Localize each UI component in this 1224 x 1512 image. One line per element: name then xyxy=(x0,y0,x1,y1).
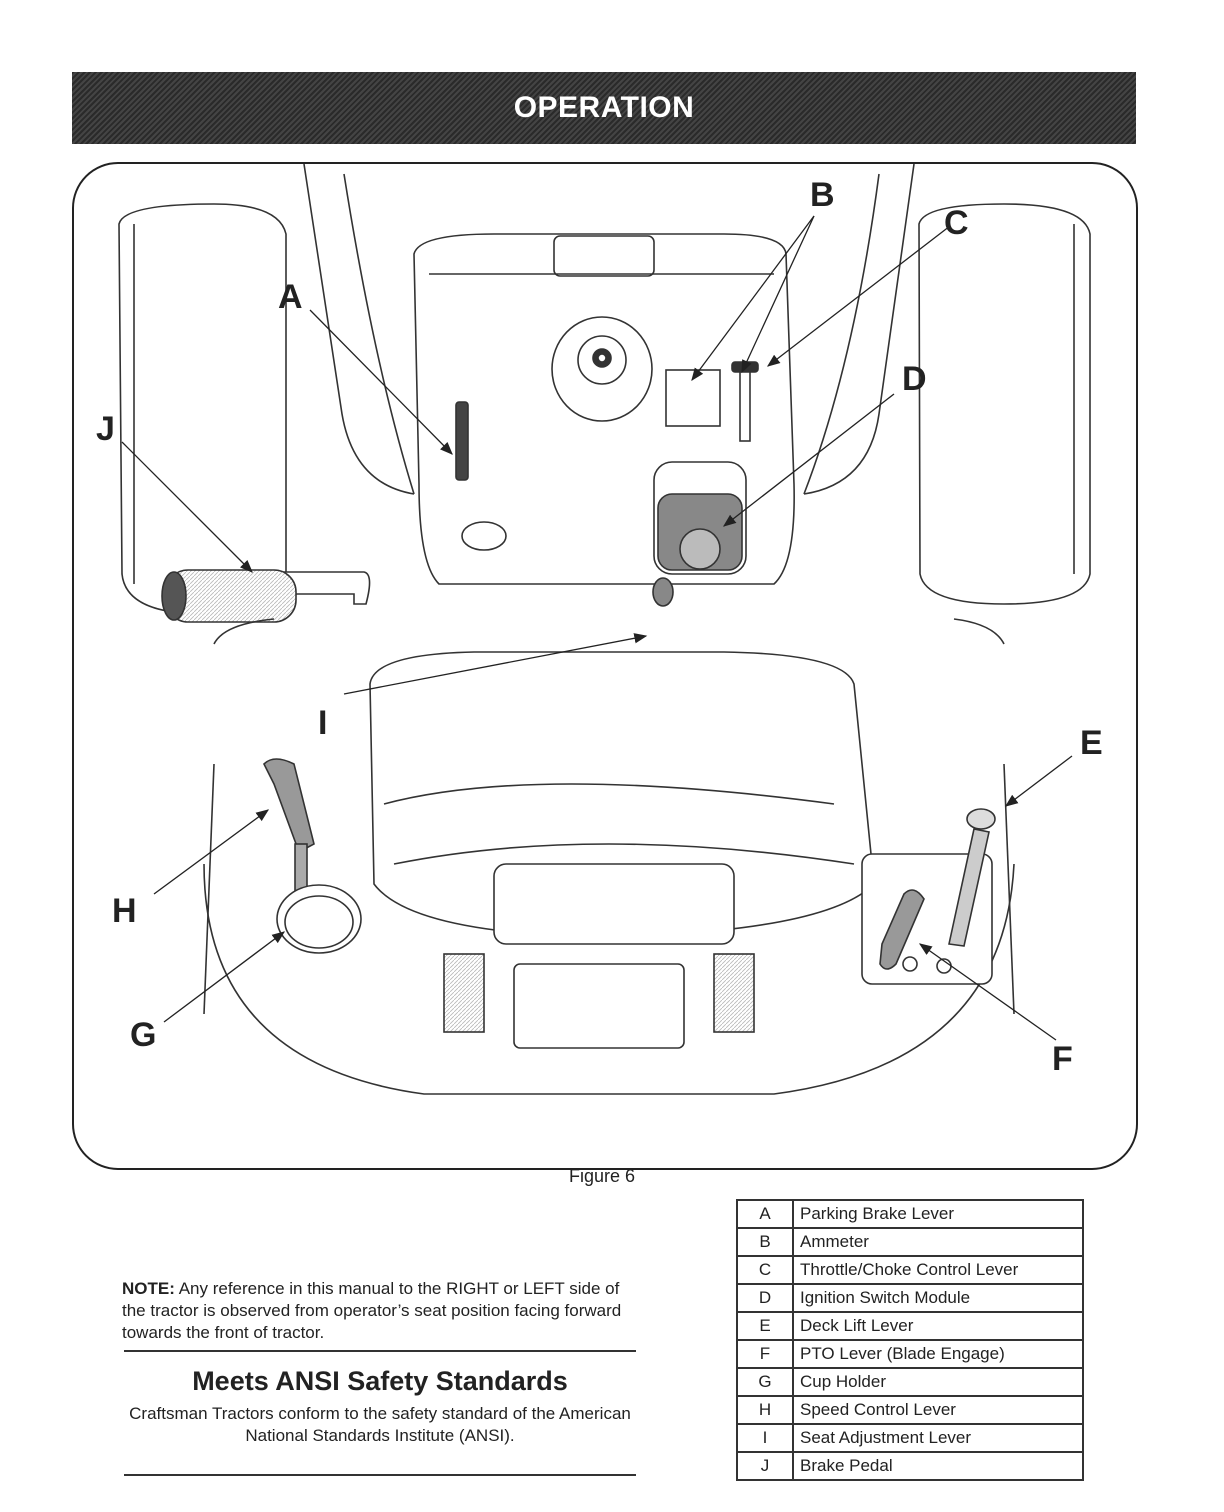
legend-key: D xyxy=(736,1283,794,1313)
legend-key: H xyxy=(736,1395,794,1425)
callout-g: G xyxy=(130,1016,157,1054)
note-label: NOTE: xyxy=(122,1279,175,1298)
seat-spring-left xyxy=(443,953,485,1033)
callout-i: I xyxy=(318,704,328,742)
figure-caption: Figure 6 xyxy=(568,1166,636,1186)
brake-pedal xyxy=(282,571,371,605)
deck-lift-lever xyxy=(948,828,990,947)
callout-c: C xyxy=(944,204,969,242)
callout-e: E xyxy=(1080,724,1103,762)
callout-f: F xyxy=(1052,1040,1073,1078)
legend-key: I xyxy=(736,1423,794,1453)
seat-adjustment-lever xyxy=(652,577,674,607)
figure-frame: A B C D E F G H I J xyxy=(72,162,1138,1170)
legend-key: C xyxy=(736,1255,794,1285)
callout-h: H xyxy=(112,892,137,930)
note-text: Any reference in this manual to the RIGH… xyxy=(122,1279,622,1342)
legend-label: PTO Lever (Blade Engage) xyxy=(792,1339,1084,1369)
divider-bottom xyxy=(124,1474,636,1476)
note-paragraph: NOTE: Any reference in this manual to th… xyxy=(122,1278,622,1344)
legend-key: J xyxy=(736,1451,794,1481)
throttle-lever xyxy=(739,368,751,442)
legend-label: Ammeter xyxy=(792,1227,1084,1257)
legend-label: Deck Lift Lever xyxy=(792,1311,1084,1341)
divider-top xyxy=(124,1350,636,1352)
seat-spring-right xyxy=(713,953,755,1033)
legend-label: Brake Pedal xyxy=(792,1451,1084,1481)
parking-brake-lever xyxy=(455,401,469,481)
right-rear-tire xyxy=(918,203,1091,605)
callout-d: D xyxy=(902,360,927,398)
legend-label: Cup Holder xyxy=(792,1367,1084,1397)
legend-key: F xyxy=(736,1339,794,1369)
speed-control-lever xyxy=(263,758,315,854)
callout-b: B xyxy=(810,176,835,214)
ansi-title: Meets ANSI Safety Standards xyxy=(192,1366,568,1396)
ansi-body: Craftsman Tractors conform to the safety… xyxy=(129,1404,631,1445)
legend-label: Ignition Switch Module xyxy=(792,1283,1084,1313)
legend-label: Speed Control Lever xyxy=(792,1395,1084,1425)
left-rear-tire xyxy=(118,203,287,615)
legend-label: Throttle/Choke Control Lever xyxy=(792,1255,1084,1285)
legend-label: Parking Brake Lever xyxy=(792,1199,1084,1229)
legend-key: A xyxy=(736,1199,794,1229)
tractor-illustration xyxy=(118,164,1091,1095)
legend-label: Seat Adjustment Lever xyxy=(792,1423,1084,1453)
section-title: OPERATION xyxy=(513,91,695,124)
legend-key: G xyxy=(736,1367,794,1397)
pto-lever xyxy=(879,889,925,970)
legend-key: B xyxy=(736,1227,794,1257)
legend-key: E xyxy=(736,1311,794,1341)
callout-a: A xyxy=(278,278,303,316)
callout-j: J xyxy=(96,410,115,448)
section-header-banner: OPERATION xyxy=(72,72,1136,144)
